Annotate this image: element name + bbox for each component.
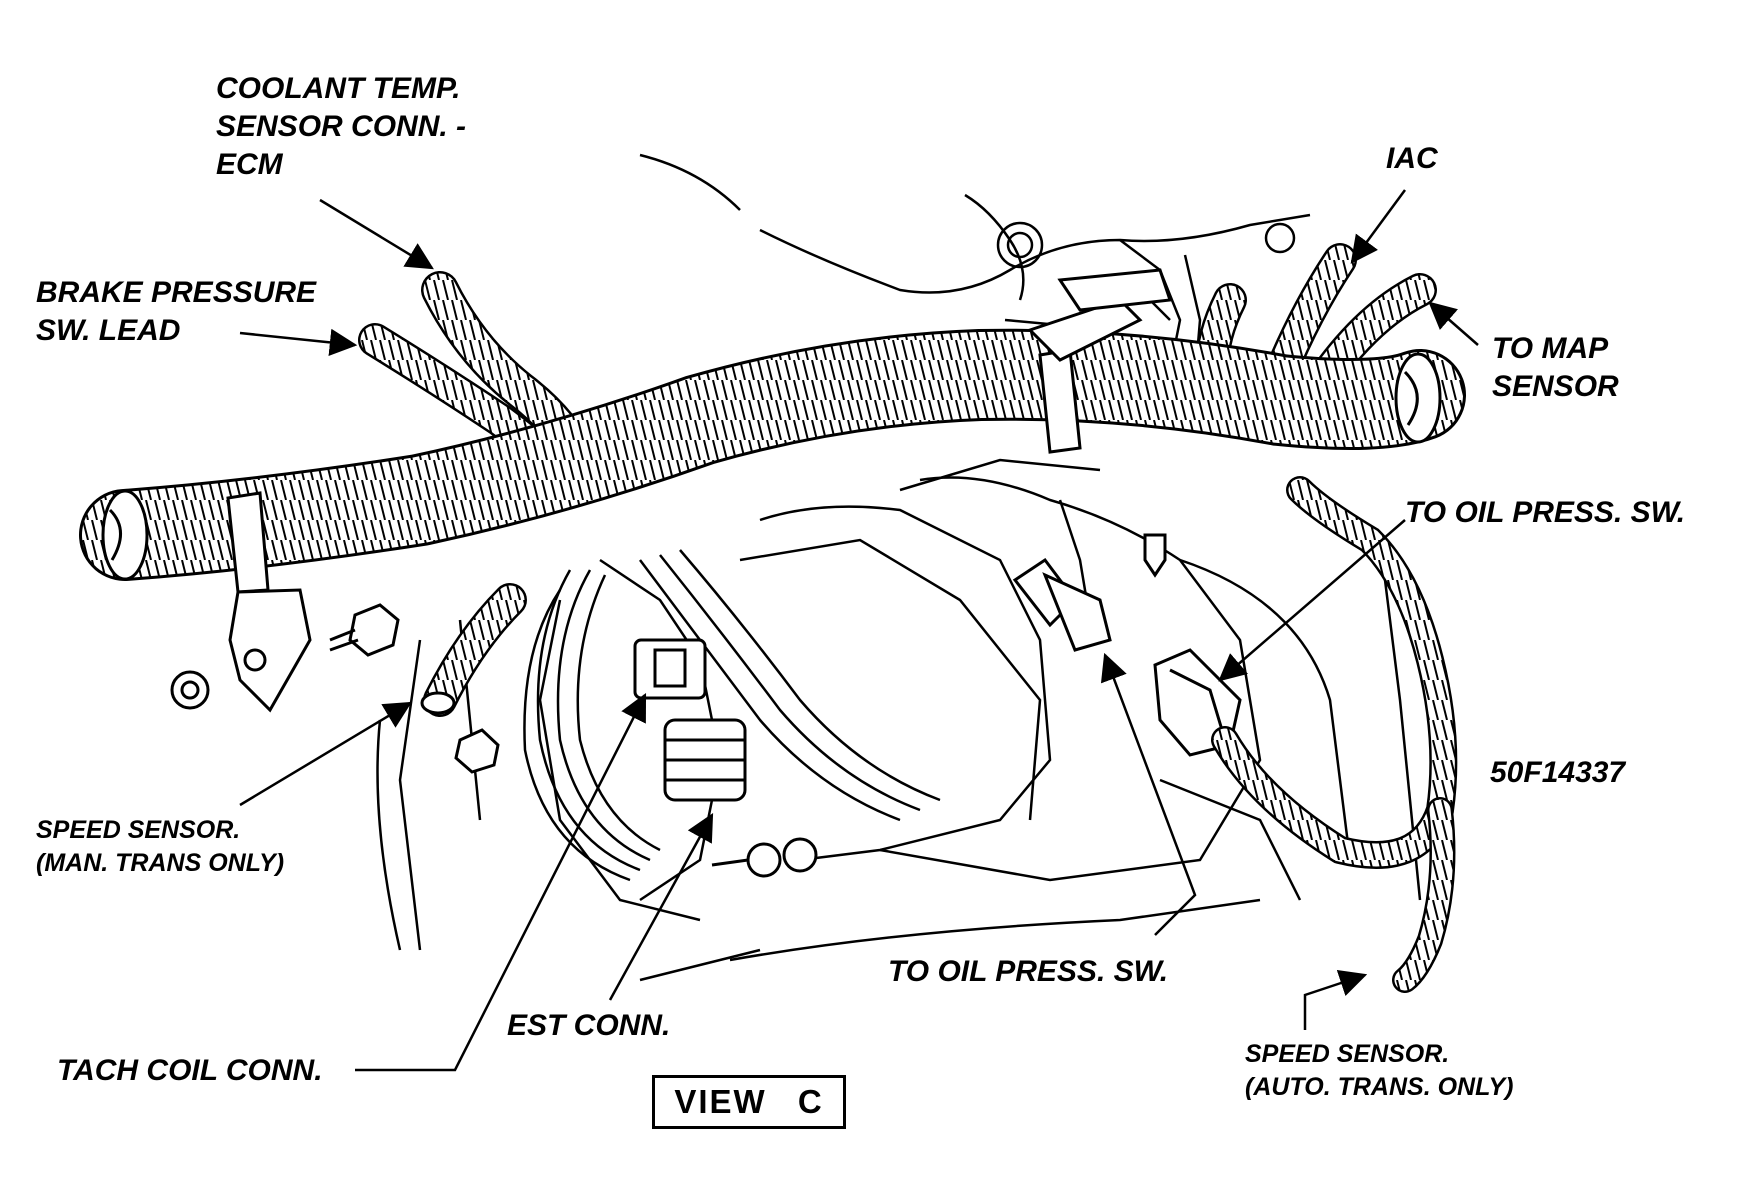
speed-man-line-2: (MAN. TRANS ONLY) xyxy=(36,849,285,877)
brake-label-line-2: SW. LEAD xyxy=(36,314,181,347)
speed-auto-line-2: (AUTO. TRANS. ONLY) xyxy=(1245,1073,1514,1101)
speed-sensor-auto-label: SPEED SENSOR. (AUTO. TRANS. ONLY) xyxy=(1245,1038,1514,1104)
coolant-temp-sensor-label: COOLANT TEMP. SENSOR CONN. - ECM xyxy=(216,70,466,184)
leader-lines xyxy=(239,189,1479,1072)
engine-outlines xyxy=(376,153,1422,982)
coolant-label-line-1: COOLANT TEMP. xyxy=(216,72,461,105)
coolant-label-line-2: SENSOR CONN. - xyxy=(216,110,467,143)
est-conn-label: EST CONN. xyxy=(507,1009,671,1042)
brake-label-line-1: BRAKE PRESSURE xyxy=(36,276,317,309)
map-sensor-label: TO MAP SENSOR xyxy=(1492,330,1619,406)
iac-label: IAC xyxy=(1386,142,1438,175)
brake-pressure-label: BRAKE PRESSURE SW. LEAD xyxy=(36,274,316,350)
speed-man-line-1: SPEED SENSOR. xyxy=(36,816,241,844)
speed-sensor-manual-lead xyxy=(420,583,527,717)
speed-sensor-manual-label: SPEED SENSOR. (MAN. TRANS ONLY) xyxy=(36,814,284,880)
hardware xyxy=(170,533,1167,878)
part-number-label: 50F14337 xyxy=(1490,756,1626,789)
map-label-line-2: SENSOR xyxy=(1492,370,1619,403)
oil-press-bottom-label: TO OIL PRESS. SW. xyxy=(888,955,1169,988)
connectors xyxy=(633,557,1242,802)
view-c-caption: VIEW C xyxy=(652,1075,846,1129)
wire-bundle xyxy=(523,549,941,882)
tach-coil-conn-label: TACH COIL CONN. xyxy=(57,1054,323,1087)
oil-press-top-label: TO OIL PRESS. SW. xyxy=(1405,496,1686,529)
map-label-line-1: TO MAP xyxy=(1492,332,1609,365)
oil-pressure-lead xyxy=(1211,476,1458,993)
main-harness xyxy=(79,328,1466,581)
harness-clamps xyxy=(226,268,1173,713)
speed-auto-line-1: SPEED SENSOR. xyxy=(1245,1040,1450,1068)
coolant-label-line-3: ECM xyxy=(216,148,283,181)
